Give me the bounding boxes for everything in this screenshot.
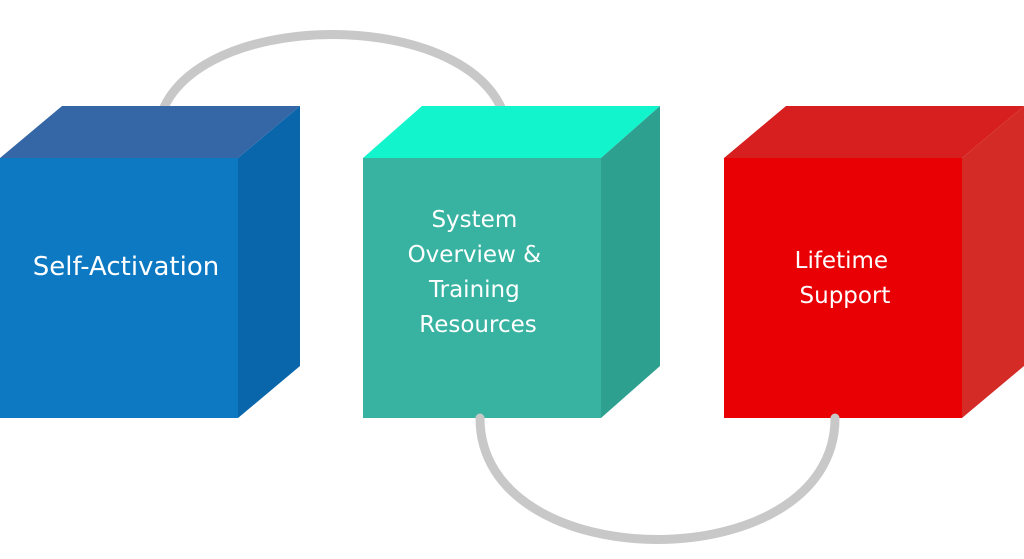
label-line: Self-Activation <box>33 252 219 282</box>
connector-arc-bottom <box>475 413 840 544</box>
label-line: System <box>431 207 517 233</box>
cube-self-activation: Self-Activation <box>0 106 300 418</box>
cube-top-face <box>363 106 660 158</box>
cube-top-face <box>0 106 300 158</box>
cube-system-overview-training: System Overview & Training Resources <box>363 106 660 418</box>
cube-label: Lifetime Support <box>795 248 896 309</box>
label-line: Training <box>428 277 520 303</box>
cube-side-face <box>238 106 300 418</box>
connector-arc-top <box>152 30 513 143</box>
label-line: Resources <box>419 312 536 338</box>
cube-label: Self-Activation <box>33 252 219 282</box>
cube-front-face <box>724 158 962 418</box>
cube-front-face <box>0 158 238 418</box>
label-line: Overview & <box>408 242 542 268</box>
cube-label: System Overview & Training Resources <box>408 207 549 338</box>
cube-side-face <box>601 106 660 418</box>
cube-side-face <box>962 106 1024 418</box>
cube-front-face <box>363 158 601 418</box>
label-line: Lifetime <box>795 248 888 274</box>
label-line: Support <box>800 283 891 309</box>
cube-lifetime-support: Lifetime Support <box>724 106 1024 418</box>
cube-top-face <box>724 106 1024 158</box>
